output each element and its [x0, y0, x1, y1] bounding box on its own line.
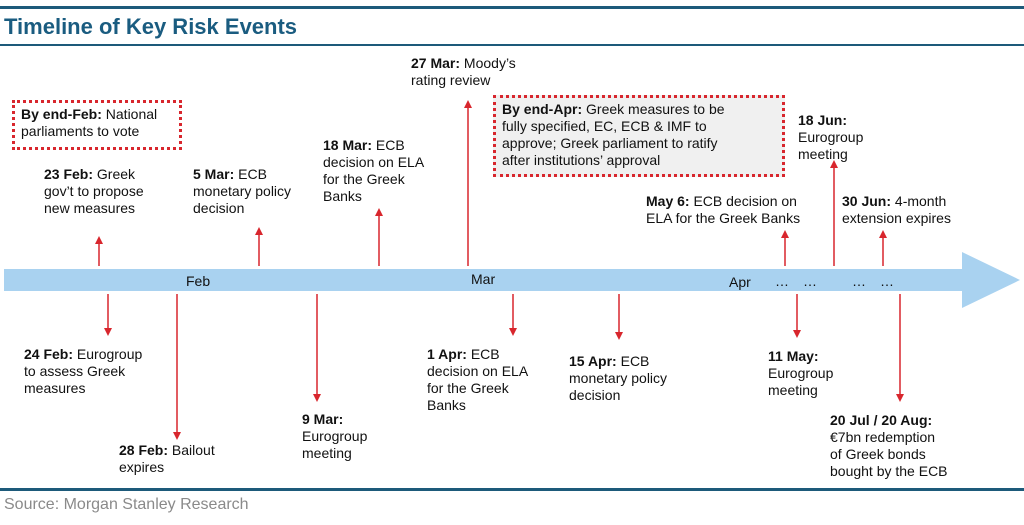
- top-rule: [0, 6, 1024, 9]
- event-arrows: [95, 100, 904, 440]
- axis-ellipsis: …: [880, 273, 895, 289]
- axis-label-feb: Feb: [186, 273, 211, 289]
- event-may-6: May 6: ECB decision on ELA for the Greek…: [646, 193, 801, 226]
- axis-ellipsis: …: [803, 273, 818, 289]
- bottom-rule: [0, 488, 1024, 491]
- timeline-diagram: [4, 100, 1020, 440]
- event-30-jun: 30 Jun: 4-month extension expires: [842, 193, 951, 226]
- axis-label-mar: Mar: [471, 271, 496, 287]
- event-label: By end-Apr: Greek measures to be fully s…: [502, 101, 725, 168]
- highlight-box-end-apr: By end-Apr: Greek measures to be fully s…: [493, 95, 785, 177]
- title-rule: [0, 44, 1024, 46]
- source-note: Source: Morgan Stanley Research: [4, 496, 249, 513]
- event-27-mar: 27 Mar: Moody’s rating review: [411, 55, 516, 88]
- event-label: By end-Feb: National parliaments to vote: [21, 106, 158, 139]
- highlight-box-end-feb: By end-Feb: National parliaments to vote: [12, 100, 182, 150]
- axis-ellipsis: …: [775, 273, 790, 289]
- page-title: Timeline of Key Risk Events: [4, 14, 298, 39]
- axis-ellipsis: …: [852, 273, 867, 289]
- timeline-arrow: [4, 252, 1020, 308]
- axis-label-apr: Apr: [729, 274, 751, 290]
- event-28-feb: 28 Feb: Bailout expires: [119, 442, 215, 475]
